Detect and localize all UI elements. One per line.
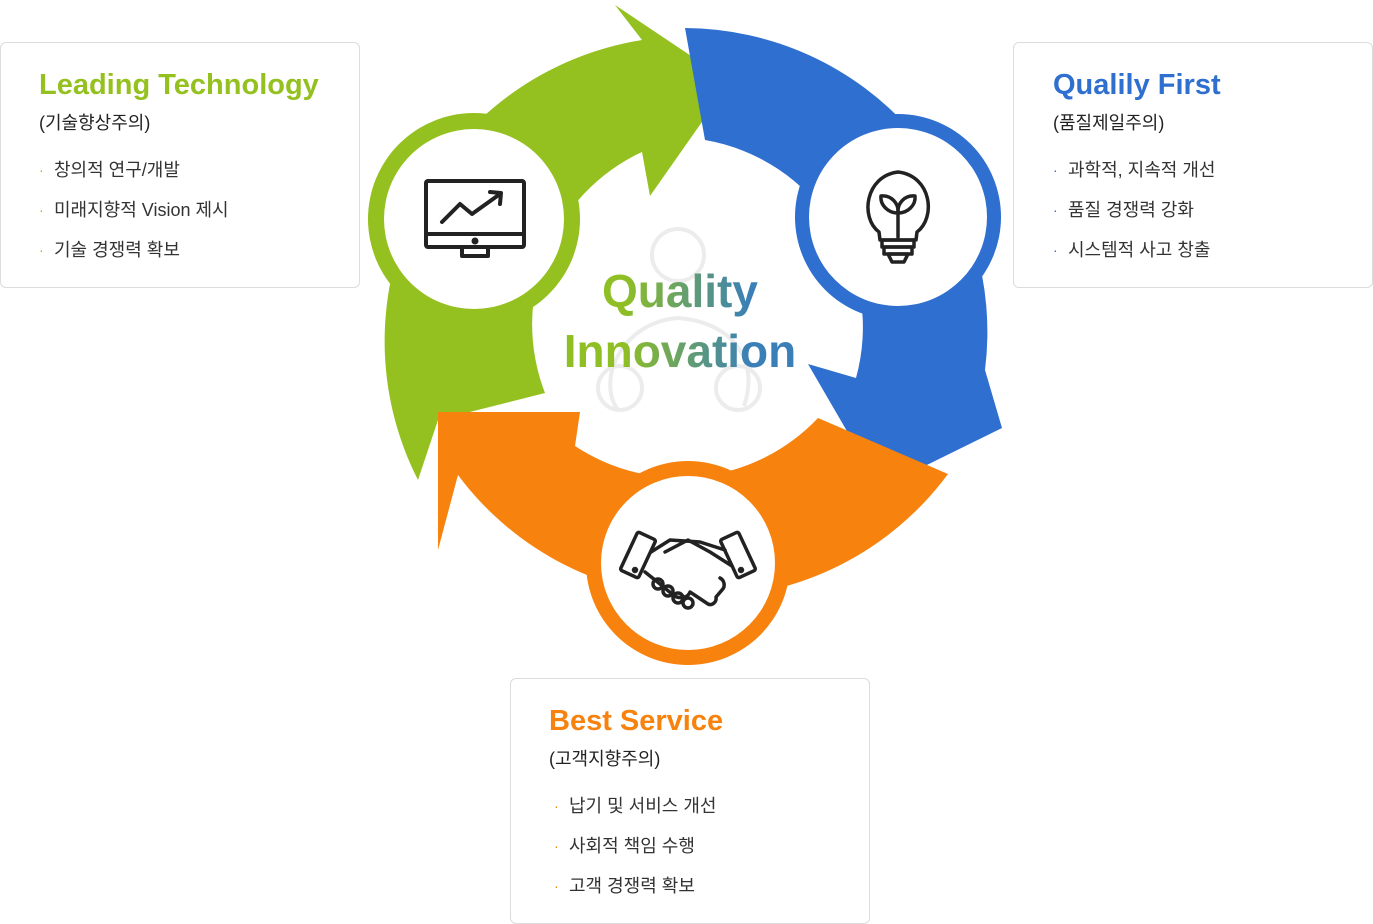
watermark-icon	[596, 227, 762, 412]
list-item: ·과학적, 지속적 개선	[1053, 160, 1216, 180]
list-item: ·납기 및 서비스 개선	[554, 796, 717, 816]
card-best-service: Best Service (고객지향주의) ·납기 및 서비스 개선 ·사회적 …	[510, 678, 870, 924]
center-title-line1: Quality	[540, 261, 820, 321]
card-quality-first: Qualily First (품질제일주의) ·과학적, 지속적 개선 ·품질 …	[1013, 42, 1373, 288]
card-subtitle-best-service: (고객지향주의)	[549, 749, 661, 769]
list-item: ·미래지향적 Vision 제시	[39, 200, 229, 220]
card-subtitle-quality-first: (품질제일주의)	[1053, 113, 1165, 133]
card-title-quality-first: Qualily First	[1053, 69, 1221, 101]
list-item: ·창의적 연구/개발	[39, 160, 180, 180]
list-item: ·품질 경쟁력 강화	[1053, 200, 1194, 220]
card-list-leading-technology: ·창의적 연구/개발 ·미래지향적 Vision 제시 ·기술 경쟁력 확보	[39, 159, 229, 279]
monitor-chart-icon	[424, 179, 526, 258]
lightbulb-sprout-icon	[866, 170, 931, 264]
card-title-best-service: Best Service	[549, 705, 724, 737]
card-list-best-service: ·납기 및 서비스 개선 ·사회적 책임 수행 ·고객 경쟁력 확보	[554, 795, 716, 915]
card-title-leading-technology: Leading Technology	[39, 69, 319, 101]
card-subtitle-leading-technology: (기술향상주의)	[39, 113, 151, 133]
cycle-diagram	[368, 5, 1002, 665]
list-item: ·기술 경쟁력 확보	[39, 240, 180, 260]
list-item: ·시스템적 사고 창출	[1053, 240, 1211, 260]
center-title-line2: Innovation	[540, 321, 820, 381]
list-item: ·사회적 책임 수행	[554, 836, 695, 856]
arrow-quality-first	[685, 28, 1002, 488]
card-list-quality-first: ·과학적, 지속적 개선 ·품질 경쟁력 강화 ·시스템적 사고 창출	[1053, 159, 1215, 279]
handshake-icon	[618, 530, 758, 610]
arrow-leading-technology	[384, 5, 730, 480]
card-leading-technology: Leading Technology (기술향상주의) ·창의적 연구/개발 ·…	[0, 42, 360, 288]
list-item: ·고객 경쟁력 확보	[554, 876, 695, 896]
